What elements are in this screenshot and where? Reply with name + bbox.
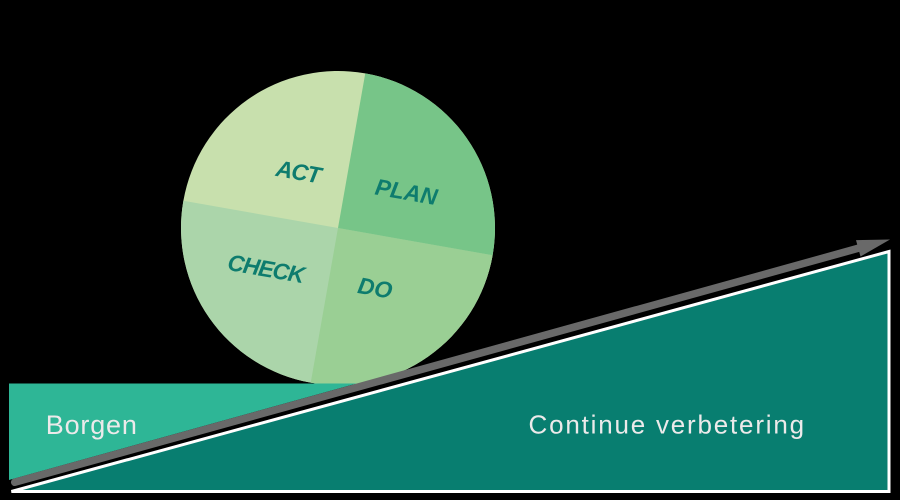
svg-text:Continue verbetering: Continue verbetering (529, 410, 806, 440)
svg-text:Borgen: Borgen (46, 410, 138, 440)
svg-text:DO: DO (356, 272, 395, 304)
